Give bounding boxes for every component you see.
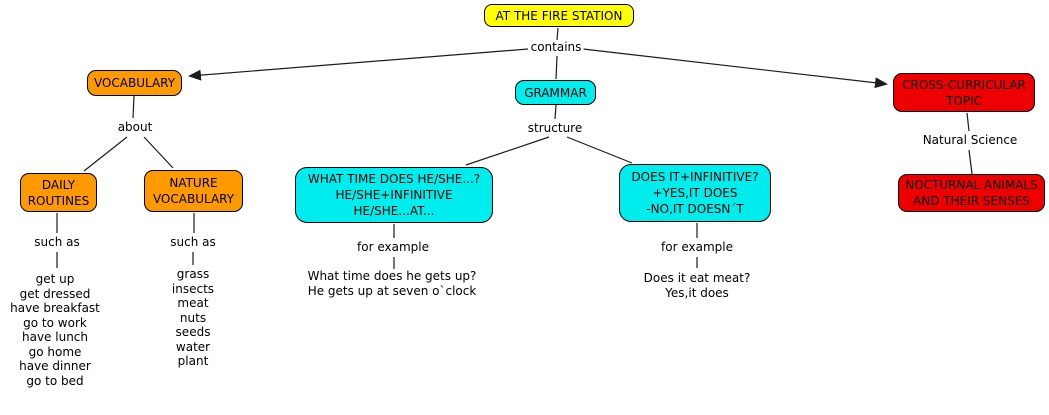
connector-cross-naturalscience xyxy=(966,112,970,132)
link-label-natural-science[interactable]: Natural Science xyxy=(920,133,1020,147)
link-label-about[interactable]: about xyxy=(115,120,155,134)
connector-contains-vocabulary-arrow xyxy=(188,48,529,81)
node-nocturnal-animals[interactable]: NOCTURNAL ANIMALS AND THEIR SENSES xyxy=(898,174,1045,212)
node-daily-routines[interactable]: DAILY ROUTINES xyxy=(20,173,97,212)
link-label-structure[interactable]: structure xyxy=(525,121,585,135)
link-label-such-as-left[interactable]: such as xyxy=(32,235,82,249)
link-label-for-example-right[interactable]: for example xyxy=(659,240,735,254)
link-label-for-example-left[interactable]: for example xyxy=(355,240,431,254)
connector-vocabulary-about xyxy=(132,95,135,119)
connector-about-daily xyxy=(83,136,128,172)
connector-naturalscience-nocturnal xyxy=(968,149,973,175)
node-at-the-fire-station[interactable]: AT THE FIRE STATION xyxy=(484,4,634,27)
node-grammar-example-does-it[interactable]: Does it eat meat? Yes,it does xyxy=(643,271,751,300)
connector-grammar-structure xyxy=(554,104,557,120)
connector-structure-pattern2 xyxy=(566,136,633,164)
node-vocabulary[interactable]: VOCABULARY xyxy=(87,70,182,96)
node-grammar-example-what-time[interactable]: What time does he gets up? He gets up at… xyxy=(307,269,477,298)
connector-contains-grammar xyxy=(555,55,558,80)
node-grammar[interactable]: GRAMMAR xyxy=(515,80,596,105)
node-nature-vocabulary-list[interactable]: grass insects meat nuts seeds water plan… xyxy=(171,267,215,368)
node-grammar-pattern-does-it[interactable]: DOES IT+INFINITIVE? +YES,IT DOES -NO,IT … xyxy=(619,164,771,222)
connector-contains-crosscurricular-arrow xyxy=(582,48,888,89)
link-label-contains[interactable]: contains xyxy=(528,40,584,54)
node-nature-vocabulary[interactable]: NATURE VOCABULARY xyxy=(144,170,243,212)
connector-root-contains xyxy=(556,27,559,41)
connector-structure-pattern1 xyxy=(465,136,550,166)
node-cross-curricular-topic[interactable]: CROSS-CURRICULAR TOPIC xyxy=(893,73,1035,112)
connector-about-nature xyxy=(143,136,174,169)
node-grammar-pattern-what-time[interactable]: WHAT TIME DOES HE/SHE...? HE/SHE+INFINIT… xyxy=(295,167,493,223)
link-label-such-as-right[interactable]: such as xyxy=(168,235,218,249)
node-daily-routines-list[interactable]: get up get dressed have breakfast go to … xyxy=(10,272,100,388)
